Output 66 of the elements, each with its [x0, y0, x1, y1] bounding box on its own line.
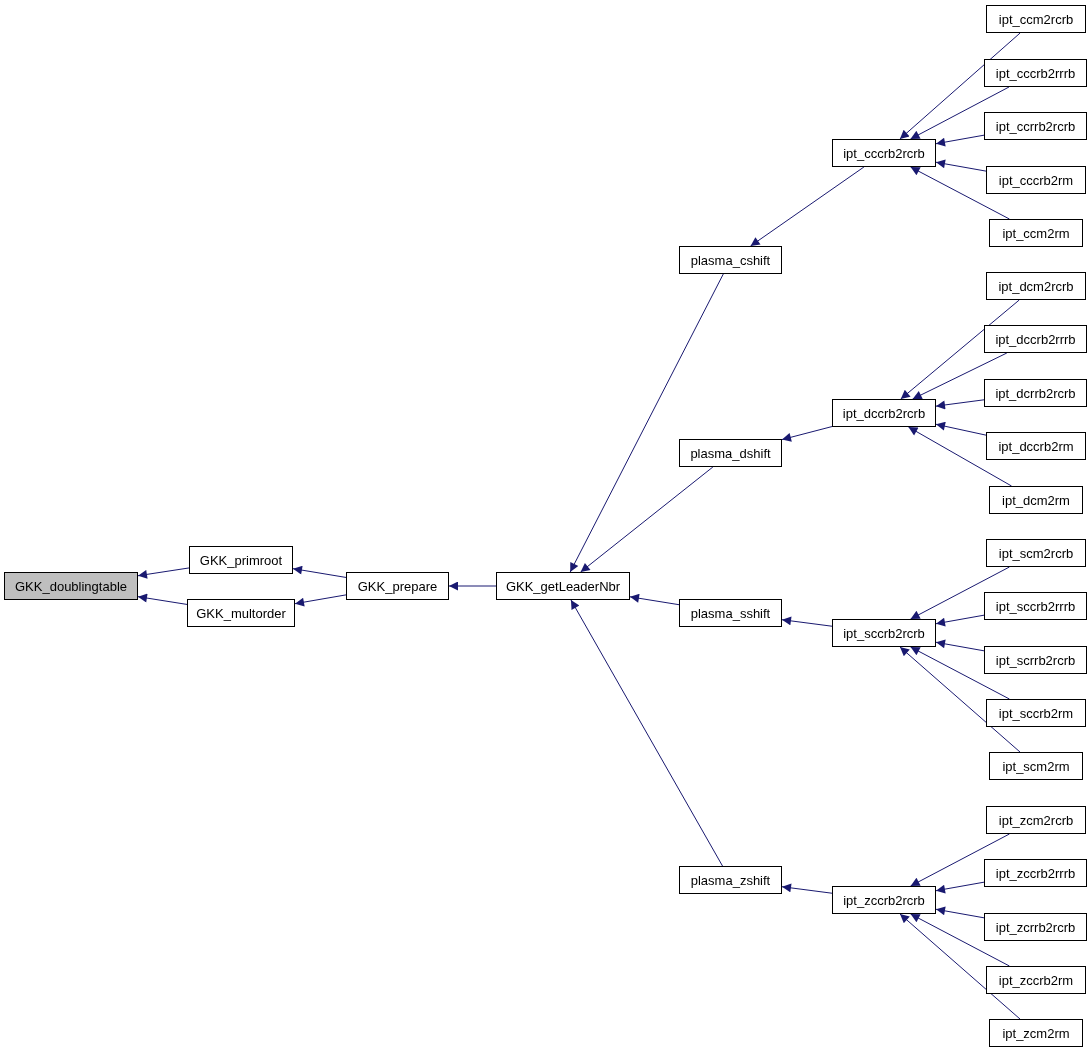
function-box: ipt_sccrb2rm	[986, 699, 1086, 727]
arrow	[899, 913, 1021, 1020]
arrow	[781, 616, 833, 627]
function-box: ipt_zcm2rm	[989, 1019, 1083, 1047]
arrow	[935, 639, 985, 652]
function-box: ipt_sccrb2rrrb	[984, 592, 1087, 620]
arrow	[910, 86, 1010, 140]
arrow	[910, 566, 1010, 620]
arrow	[570, 599, 723, 867]
function-box: ipt_ccm2rcrb	[986, 5, 1086, 33]
arrow	[580, 466, 714, 573]
arrow	[912, 352, 1008, 400]
arrow	[910, 646, 1010, 700]
function-box: GKK_multorder	[187, 599, 295, 627]
arrow	[910, 833, 1010, 887]
function-box: ipt_scm2rm	[989, 752, 1083, 780]
function-box: ipt_zcm2rcrb	[986, 806, 1086, 834]
function-box: ipt_ccm2rm	[989, 219, 1083, 247]
arrow	[137, 593, 188, 605]
function-box: GKK_prepare	[346, 572, 449, 600]
function-box: ipt_zcrrb2rcrb	[984, 913, 1087, 941]
function-box: ipt_scrrb2rcrb	[984, 646, 1087, 674]
arrow	[910, 166, 1010, 220]
function-box: ipt_dcm2rm	[989, 486, 1083, 514]
arrow	[899, 646, 1021, 753]
arrow	[448, 581, 497, 591]
function-box: ipt_dccrb2rcrb	[832, 399, 936, 427]
function-box: GKK_getLeaderNbr	[496, 572, 630, 600]
function-box: plasma_zshift	[679, 866, 782, 894]
arrow	[900, 299, 1020, 400]
arrow	[629, 593, 680, 606]
arrow	[935, 614, 985, 627]
arrow	[907, 426, 1013, 487]
function-box: ipt_cccrb2rm	[986, 166, 1086, 194]
function-box: ipt_ccrrb2rcrb	[984, 112, 1087, 140]
arrow	[935, 159, 987, 172]
function-box: ipt_dccrb2rm	[986, 432, 1086, 460]
function-box: ipt_scm2rcrb	[986, 539, 1086, 567]
arrow	[781, 426, 833, 442]
arrow	[294, 594, 347, 607]
function-box: plasma_dshift	[679, 439, 782, 467]
arrow	[935, 906, 985, 919]
function-box: ipt_zccrb2rm	[986, 966, 1086, 994]
function-box: ipt_zccrb2rcrb	[832, 886, 936, 914]
arrow	[935, 421, 987, 436]
arrow	[910, 913, 1010, 967]
arrow	[935, 134, 985, 147]
function-box: plasma_cshift	[679, 246, 782, 274]
function-box: GKK_doublingtable	[4, 572, 138, 600]
arrow	[899, 32, 1021, 140]
arrow	[935, 881, 985, 894]
function-box: ipt_dcrrb2rcrb	[984, 379, 1087, 407]
function-box: ipt_sccrb2rcrb	[832, 619, 936, 647]
arrow	[781, 883, 833, 894]
function-box: ipt_cccrb2rcrb	[832, 139, 936, 167]
function-box: GKK_primroot	[189, 546, 293, 574]
arrow	[750, 166, 865, 247]
arrow	[569, 273, 724, 573]
function-box: ipt_dccrb2rrrb	[984, 325, 1087, 353]
function-box: ipt_dcm2rcrb	[986, 272, 1086, 300]
function-box: ipt_cccrb2rrrb	[984, 59, 1087, 87]
arrow	[137, 567, 190, 579]
function-box: plasma_sshift	[679, 599, 782, 627]
arrow	[292, 565, 347, 578]
function-box: ipt_zccrb2rrrb	[984, 859, 1087, 887]
arrow	[935, 399, 985, 410]
